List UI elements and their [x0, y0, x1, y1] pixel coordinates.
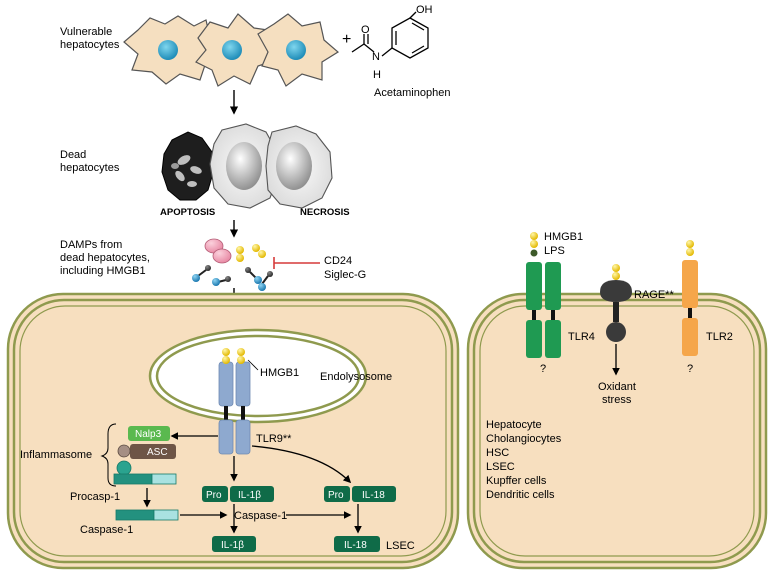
- dead-line1: Dead: [60, 149, 86, 161]
- cell-type-item: Kupffer cells: [486, 475, 547, 487]
- damp-molecules: [192, 238, 273, 291]
- plus-sign: +: [342, 31, 351, 48]
- caspase1-center-label: Caspase-1: [234, 510, 287, 522]
- tlr2-label: TLR2: [706, 331, 733, 343]
- vulnerable-hepatocytes: [123, 13, 340, 87]
- dead-line2: hepatocytes: [60, 162, 120, 174]
- dead-hepatocytes-label: Dead hepatocytes: [60, 149, 120, 174]
- damps-line1: DAMPs from: [60, 239, 122, 251]
- rage-label: RAGE**: [634, 289, 674, 301]
- necrotic-cells: [209, 123, 333, 209]
- pro-b-label: Pro: [328, 490, 344, 501]
- il1b-mature-box: [212, 536, 256, 552]
- lsec-left-label: LSEC: [386, 540, 415, 552]
- cell-type-item: Cholangiocytes: [486, 433, 562, 445]
- vulnerable-hepatocytes-label: Vulnerable hepatocytes: [60, 26, 120, 51]
- il18-pro-label: IL-18: [362, 490, 385, 501]
- procasp-ball: [116, 460, 132, 476]
- cd24-label: CD24: [324, 255, 352, 267]
- lps-label: LPS: [544, 245, 565, 257]
- tlr4-question: ?: [540, 363, 546, 375]
- oh-label: OH: [416, 4, 433, 16]
- o-label: O: [361, 24, 370, 36]
- pro-il1b-box: [230, 486, 274, 502]
- il18-mature-label: IL-18: [344, 540, 367, 551]
- rage-receptor: [600, 264, 632, 342]
- casp1-bar-dark: [115, 509, 155, 521]
- cell-type-item: HSC: [486, 447, 509, 459]
- hmgb1-endo-label: HMGB1: [260, 367, 299, 379]
- pro-il18-pro-box: [324, 486, 350, 502]
- tlr4-label: TLR4: [568, 331, 595, 343]
- inflammasome-bracket: [100, 423, 117, 487]
- il18-mature-box: [334, 536, 380, 552]
- hmgb1-right-label: HMGB1: [544, 231, 583, 243]
- n-label: N: [372, 51, 380, 63]
- pro-il1b-pro-box: [202, 486, 228, 502]
- asc-box: [130, 444, 176, 459]
- caspase1-left-label: Caspase-1: [80, 524, 133, 536]
- asc-label: ASC: [147, 447, 168, 458]
- cell-type-item: LSEC: [486, 461, 515, 473]
- endolysosome-label: Endolysosome: [320, 371, 392, 383]
- oxidant-line2: stress: [602, 394, 632, 406]
- vulnerable-line1: Vulnerable: [60, 26, 112, 38]
- apoptotic-cell: [161, 131, 215, 201]
- acetaminophen-structure: [351, 11, 429, 59]
- il1b-pro-label: IL-1β: [238, 490, 261, 501]
- endolysosome: [148, 328, 368, 424]
- tlr9-label: TLR9**: [256, 433, 292, 445]
- vulnerable-line2: hepatocytes: [60, 39, 120, 51]
- procasp-bar-dark: [113, 473, 153, 485]
- casp1-bar-light: [153, 509, 179, 521]
- oxidant-line1: Oxidant: [598, 381, 636, 393]
- tlr9-receptor: [218, 348, 251, 455]
- damps-line3: including HMGB1: [60, 265, 146, 277]
- apoptosis-label: APOPTOSIS: [160, 207, 215, 218]
- acetaminophen-label: Acetaminophen: [374, 87, 450, 99]
- arrow-tlr9-to-pro-il18: [251, 445, 352, 484]
- procasp-bar-light: [151, 473, 177, 485]
- cell-type-item: Dendritic cells: [486, 489, 555, 501]
- necrosis-label: NECROSIS: [300, 207, 350, 218]
- damps-label: DAMPs from dead hepatocytes, including H…: [60, 239, 153, 277]
- tlr2-receptor: [682, 240, 698, 356]
- pro-a-label: Pro: [206, 490, 222, 501]
- tlr2-question: ?: [687, 363, 693, 375]
- damps-line2: dead hepatocytes,: [60, 252, 150, 264]
- procasp1-label: Procasp-1: [70, 491, 120, 503]
- tlr4-receptor: [526, 232, 561, 358]
- nalp3-label: Nalp3: [135, 429, 162, 440]
- il1b-mature-label: IL-1β: [221, 540, 244, 551]
- cell-type-list: Hepatocyte Cholangiocytes HSC LSEC Kupff…: [486, 419, 562, 501]
- h-label: H: [373, 69, 381, 81]
- hmgb1-pointer: [247, 359, 259, 371]
- oxidant-label: Oxidant stress: [598, 381, 639, 406]
- siglec-label: Siglec-G: [324, 269, 366, 281]
- inflammasome-label: Inflammasome: [20, 449, 92, 461]
- asc-ball: [117, 444, 131, 458]
- nalp3-box: [128, 426, 170, 441]
- cell-type-item: Hepatocyte: [486, 419, 542, 431]
- pro-il18-box: [352, 486, 396, 502]
